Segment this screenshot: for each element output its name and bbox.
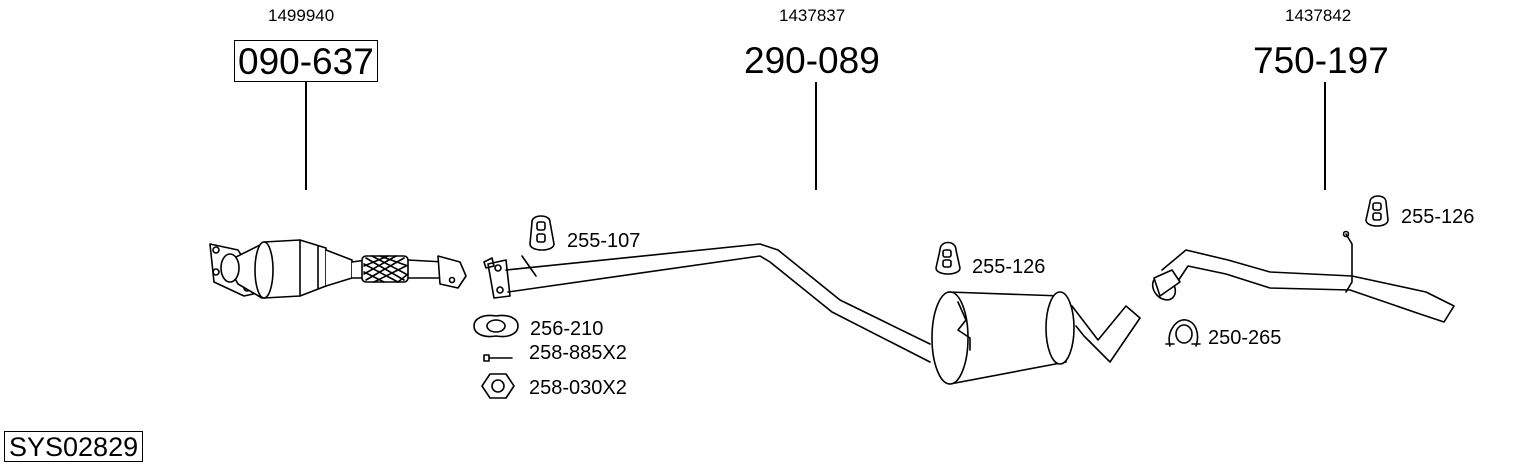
part-number-catalyst[interactable]: 090-637	[234, 40, 378, 82]
rubber-hanger-icon[interactable]	[1365, 195, 1389, 227]
middle-pipe-drawing[interactable]	[483, 243, 1141, 385]
label-bolt[interactable]: 258-885X2	[529, 342, 627, 364]
gasket-icon[interactable]	[473, 314, 519, 338]
rear-pipe-drawing[interactable]	[1148, 230, 1455, 323]
rubber-hanger-icon[interactable]	[529, 215, 555, 251]
label-nut[interactable]: 258-030X2	[529, 377, 627, 399]
label-hanger-rear[interactable]: 255-126	[1401, 206, 1475, 228]
leader-line-catalyst	[305, 82, 307, 190]
rubber-hanger-icon[interactable]	[935, 241, 961, 275]
oem-number-catalyst: 1499940	[268, 6, 335, 25]
bolt-icon[interactable]	[483, 354, 513, 362]
label-gasket[interactable]: 256-210	[530, 318, 604, 340]
label-hanger-front[interactable]: 255-107	[567, 230, 641, 252]
leader-line-rear-pipe	[1324, 82, 1326, 190]
leader-line-middle-pipe	[815, 82, 817, 190]
oem-number-middle-pipe: 1437837	[779, 6, 846, 25]
label-clamp[interactable]: 250-265	[1208, 327, 1282, 349]
system-code: SYS02829	[4, 431, 144, 463]
nut-icon[interactable]	[481, 373, 515, 399]
part-number-rear-pipe[interactable]: 750-197	[1253, 40, 1389, 81]
label-hanger-middle[interactable]: 255-126	[972, 256, 1046, 278]
clamp-icon[interactable]	[1165, 319, 1201, 347]
catalytic-converter-drawing[interactable]	[209, 239, 467, 299]
oem-number-rear-pipe: 1437842	[1285, 6, 1352, 25]
part-number-middle-pipe[interactable]: 290-089	[744, 40, 880, 81]
